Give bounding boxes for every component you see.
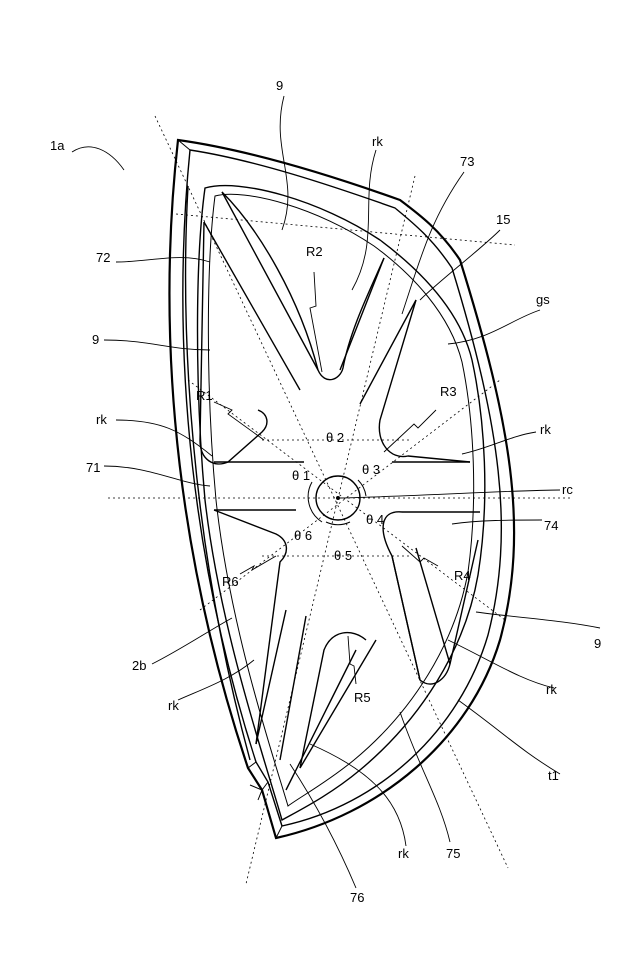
outer-shell — [169, 140, 514, 838]
label-r3: R3 — [440, 384, 457, 399]
rib-assembly — [200, 192, 480, 790]
label-72: 72 — [96, 250, 110, 265]
label-rk-left-lower: rk — [168, 698, 179, 713]
label-76: 76 — [350, 890, 364, 905]
label-r5: R5 — [354, 690, 371, 705]
label-r2: R2 — [306, 244, 323, 259]
label-gs: gs — [536, 292, 550, 307]
label-rk-right-upper: rk — [540, 422, 551, 437]
label-75: 75 — [446, 846, 460, 861]
label-rk-right-lower: rk — [546, 682, 557, 697]
label-71: 71 — [86, 460, 100, 475]
label-rk-left-upper: rk — [96, 412, 107, 427]
label-theta1: θ 1 — [292, 468, 310, 483]
label-r4: R4 — [454, 568, 471, 583]
label-r6: R6 — [222, 574, 239, 589]
label-9-left: 9 — [92, 332, 99, 347]
center-hub — [308, 476, 366, 525]
label-15: 15 — [496, 212, 510, 227]
label-1a: 1a — [50, 138, 65, 153]
label-9-top: 9 — [276, 78, 283, 93]
label-theta4: θ 4 — [366, 512, 384, 527]
label-rk-bottom: rk — [398, 846, 409, 861]
label-73: 73 — [460, 154, 474, 169]
label-theta6: θ 6 — [294, 528, 312, 543]
label-74: 74 — [544, 518, 558, 533]
label-r1: R1 — [196, 388, 213, 403]
label-2b: 2b — [132, 658, 146, 673]
label-rc: rc — [562, 482, 573, 497]
label-9-right: 9 — [594, 636, 601, 651]
label-rk-top: rk — [372, 134, 383, 149]
label-theta3: θ 3 — [362, 462, 380, 477]
label-theta2: θ 2 — [326, 430, 344, 445]
label-theta5: θ 5 — [334, 548, 352, 563]
label-t1: t1 — [548, 768, 559, 783]
radius-markers — [214, 272, 438, 684]
